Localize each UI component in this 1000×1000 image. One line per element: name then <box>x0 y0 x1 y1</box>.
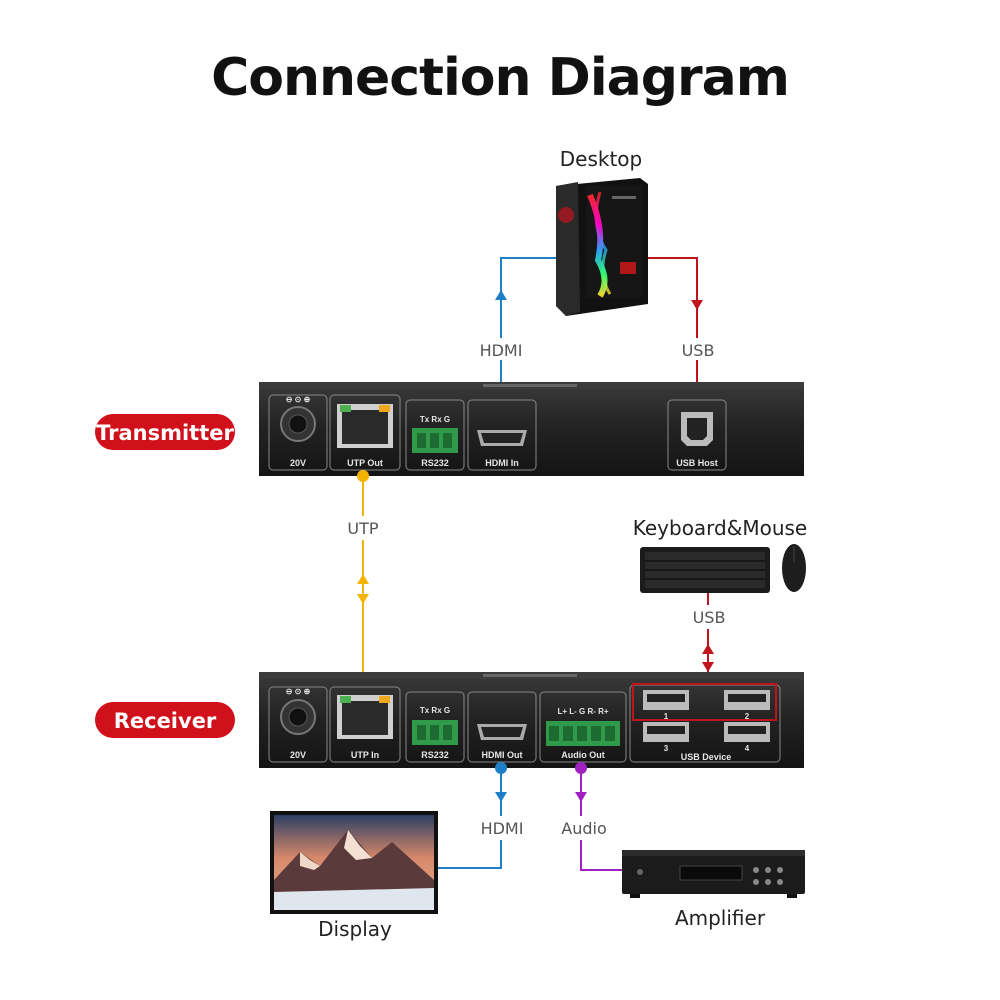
transmitter-badge <box>95 414 235 450</box>
rx-usb-port-3: 3 <box>664 744 669 753</box>
rx-usb-port-2: 2 <box>745 712 750 721</box>
tx-usb-cable-label: USB <box>682 341 715 360</box>
receiver-badge <box>95 702 235 738</box>
utp-arrow-up <box>357 574 369 584</box>
rx-audio-arrow <box>575 792 587 802</box>
diagram-title: Connection Diagram <box>211 48 790 108</box>
utp-arrow-down <box>357 594 369 604</box>
tx-utp-port-label: UTP Out <box>347 458 383 468</box>
usb-highlight <box>632 683 777 721</box>
tx-hdmi-port-label: HDMI In <box>485 458 519 468</box>
km-usb-arrow-up <box>702 644 714 654</box>
desktop-label: Desktop <box>560 147 642 171</box>
rx-hdmi-cable-label: HDMI <box>481 819 524 838</box>
svg-text:⊖ ⊙ ⊕: ⊖ ⊙ ⊕ <box>286 687 311 696</box>
rx-audio-cable-label: Audio <box>561 819 606 838</box>
tx-power-label: 20V <box>290 458 306 468</box>
tx-hdmi-arrow <box>495 290 507 300</box>
amplifier-image <box>622 850 805 898</box>
mouse-image <box>782 544 806 592</box>
rx-hdmi-port-label: HDMI Out <box>482 750 523 760</box>
rx-rs232-label: RS232 <box>421 750 449 760</box>
utp-cable-label: UTP <box>347 519 378 538</box>
tx-hdmi-cable-label: HDMI <box>480 341 523 360</box>
rx-hdmi-dot <box>495 762 507 774</box>
rx-usb-port-label: USB Device <box>681 752 732 762</box>
desktop-image <box>556 178 648 316</box>
tx-usb-cable <box>648 257 698 390</box>
display-image <box>270 811 438 914</box>
rx-usb-port-4: 4 <box>745 744 750 753</box>
rx-utp-port-label: UTP In <box>351 750 379 760</box>
rx-audio-pins: L+ L- G R- R+ <box>557 707 608 716</box>
rx-usb-port-1: 1 <box>664 712 669 721</box>
tx-usb-port-label: USB Host <box>676 458 718 468</box>
transmitter-box: ⊖ ⊙ ⊕ 20V UTP Out Tx Rx G RS232 HDMI In <box>259 382 804 476</box>
km-usb-arrow-down <box>702 662 714 672</box>
tx-rs232-pins: Tx Rx G <box>420 415 450 424</box>
tx-usb-arrow <box>691 300 703 310</box>
utp-dot-top <box>357 470 369 482</box>
receiver-badge-label: Receiver <box>114 709 217 733</box>
rx-audio-dot <box>575 762 587 774</box>
rx-hdmi-arrow <box>495 792 507 802</box>
km-usb-cable-label: USB <box>693 608 726 627</box>
rx-rs232-pins: Tx Rx G <box>420 706 450 715</box>
rx-audio-port-label: Audio Out <box>561 750 605 760</box>
amplifier-label: Amplifier <box>675 906 766 930</box>
rx-power-label: 20V <box>290 750 306 760</box>
receiver-box: ⊖ ⊙ ⊕ 20V UTP In Tx Rx G RS232 HDMI Out <box>259 672 804 768</box>
keyboard-mouse-label: Keyboard&Mouse <box>633 516 808 540</box>
display-label: Display <box>318 917 392 941</box>
tx-rs232-label: RS232 <box>421 458 449 468</box>
keyboard-image <box>640 547 770 593</box>
svg-text:⊖ ⊙ ⊕: ⊖ ⊙ ⊕ <box>286 395 311 404</box>
transmitter-badge-label: Transmitter <box>96 421 234 445</box>
tx-hdmi-cable <box>500 257 556 390</box>
